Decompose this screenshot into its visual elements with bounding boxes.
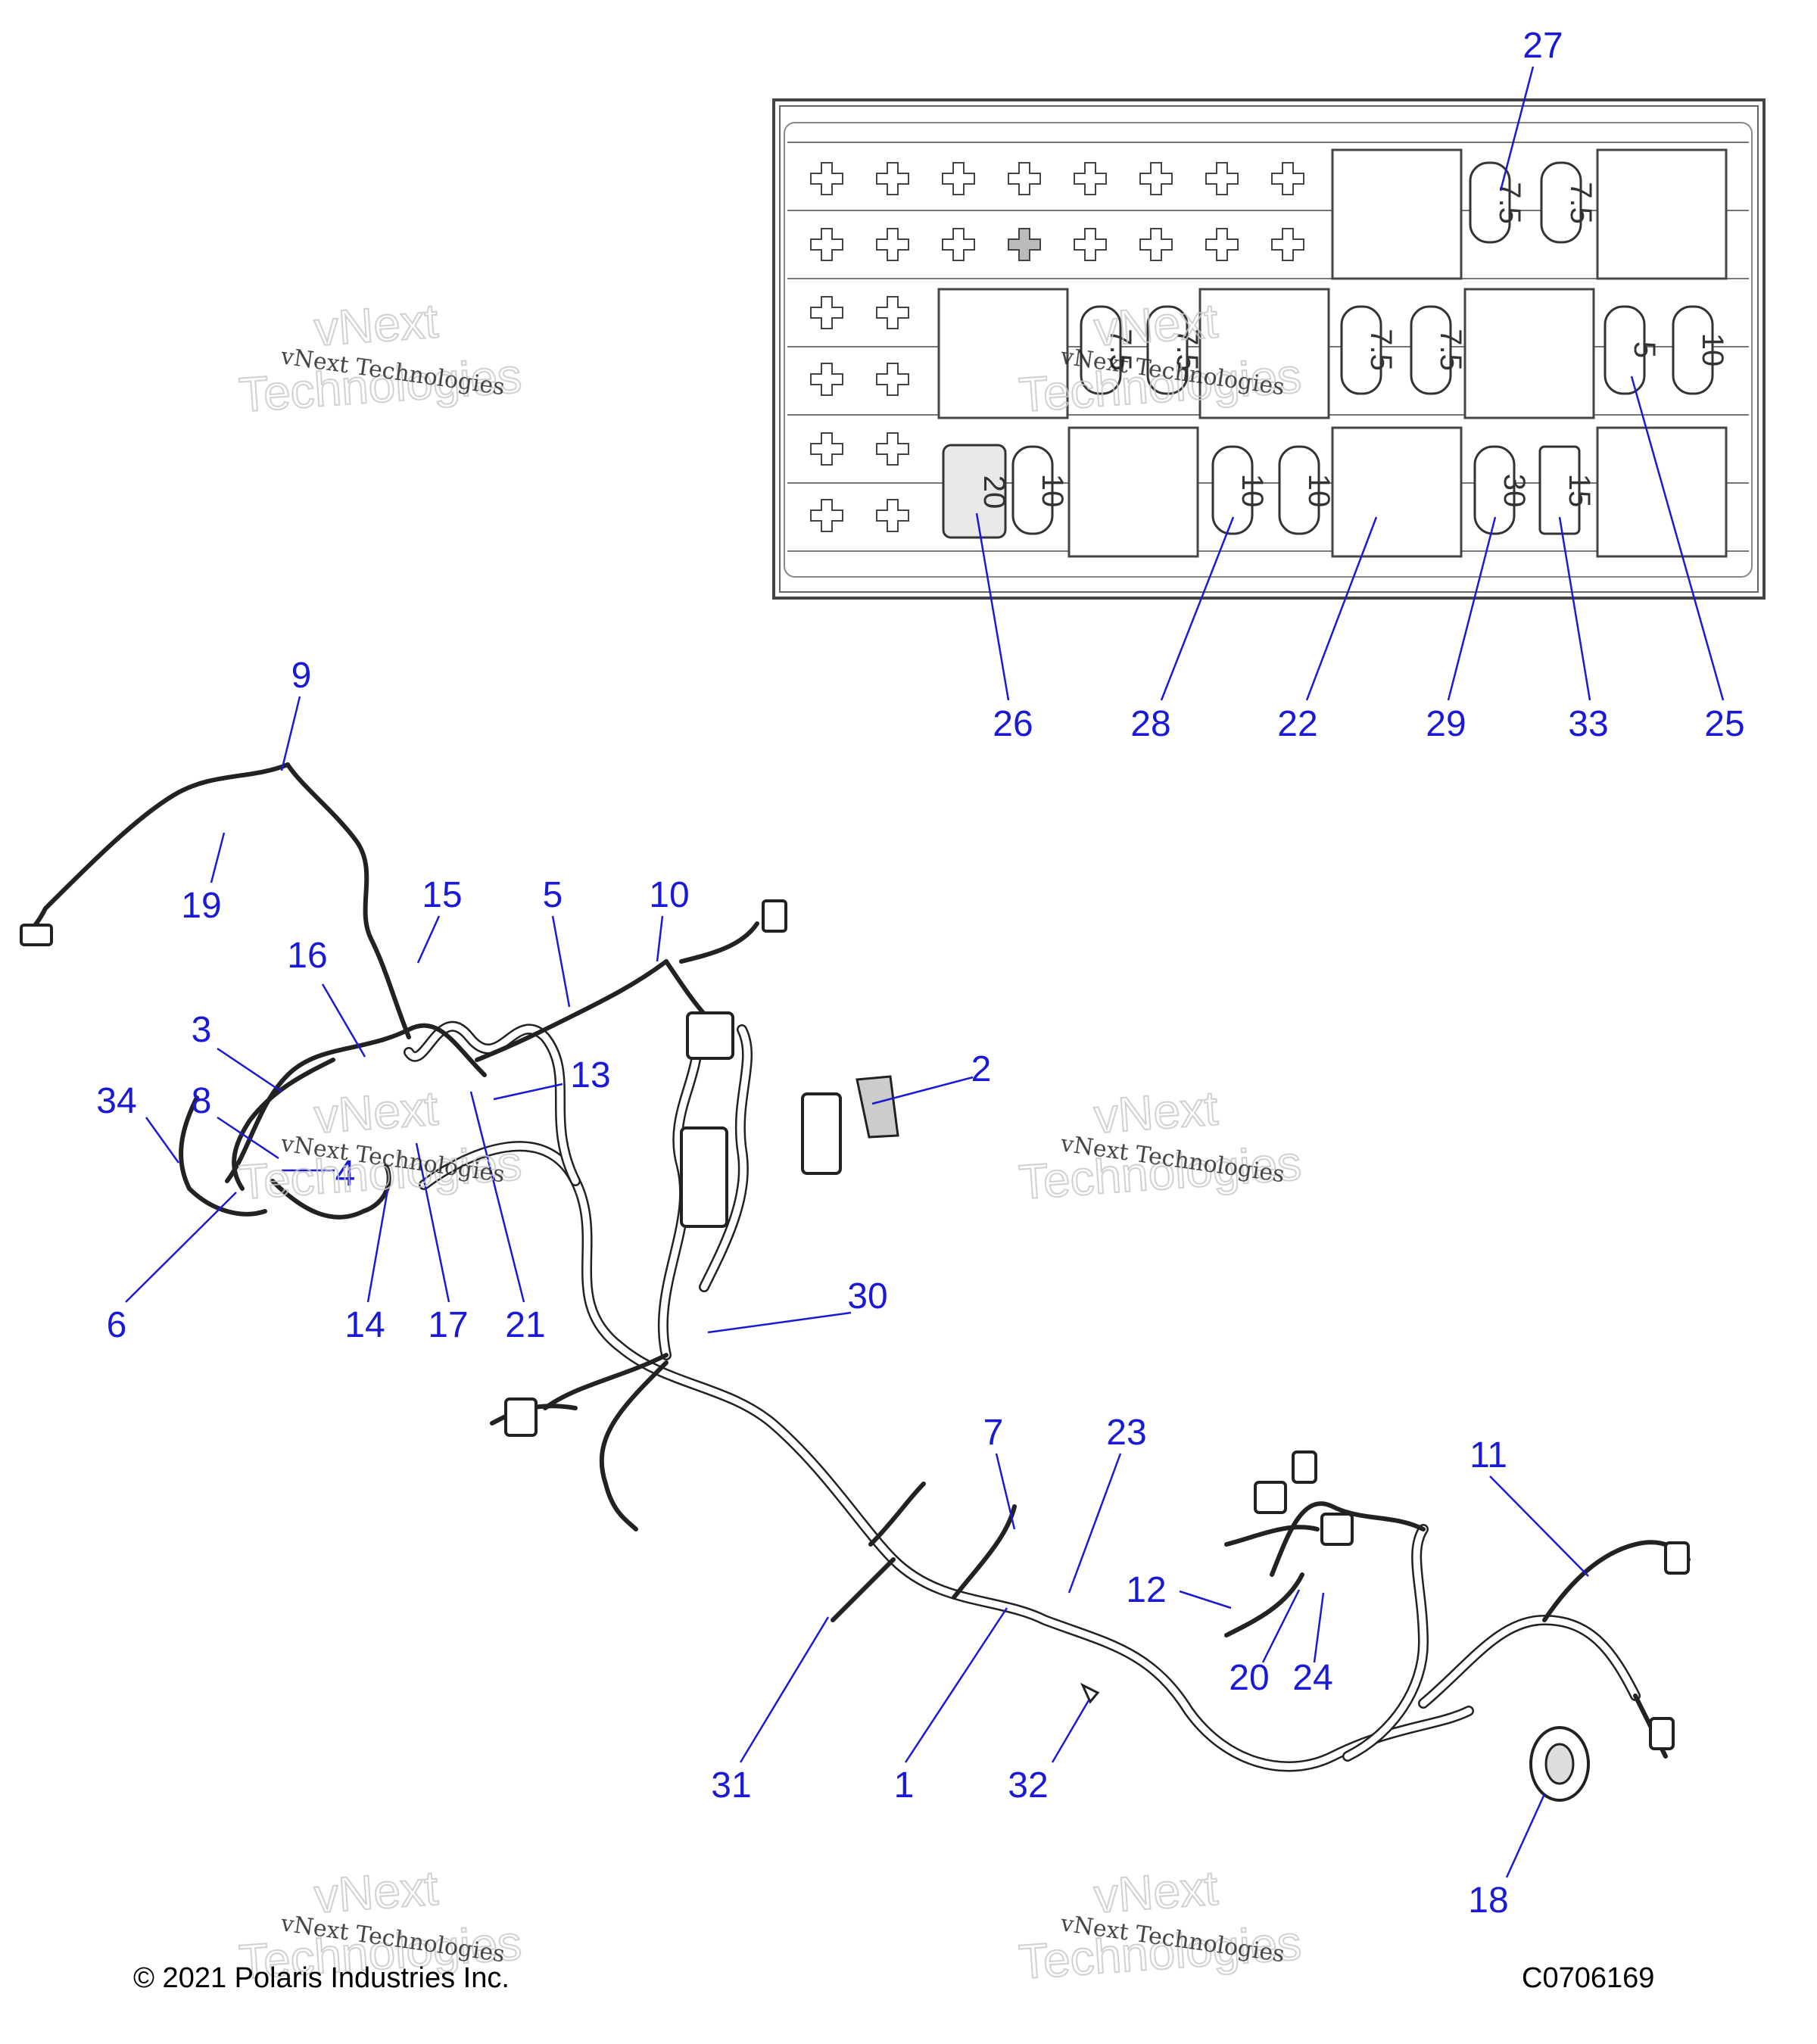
fuse: 7.5 — [1080, 305, 1137, 395]
callout-4: 4 — [335, 1154, 356, 1194]
fuse: 5 — [1604, 305, 1661, 395]
callout-8: 8 — [192, 1081, 212, 1121]
svg-text:7.5: 7.5 — [1364, 329, 1398, 371]
fuse-box: 7.5 7.5 7.5 7.5 7.5 7.5 5 10 20 10 10 10… — [772, 98, 1766, 600]
svg-text:5: 5 — [1628, 341, 1661, 358]
svg-text:vNext: vNext — [313, 1080, 440, 1143]
watermark: vNext Technologies vNext Technologies — [1016, 1080, 1304, 1210]
wiring-harness — [20, 762, 1691, 1802]
fuse: 7.5 — [1146, 305, 1204, 395]
fuse: 10 — [1211, 445, 1269, 535]
svg-text:7.5: 7.5 — [1170, 329, 1204, 371]
svg-text:20: 20 — [977, 475, 1011, 509]
copyright-text: © 2021 Polaris Industries Inc. — [133, 1962, 510, 1994]
svg-text:vNext: vNext — [1092, 293, 1220, 356]
svg-text:10: 10 — [1036, 474, 1069, 508]
callout-6: 6 — [107, 1305, 127, 1345]
svg-text:7.5: 7.5 — [1564, 182, 1597, 224]
callout-20: 20 — [1229, 1658, 1269, 1698]
watermark: vNext Technologies vNext Technologies — [236, 292, 524, 422]
callout-31: 31 — [711, 1765, 751, 1806]
callout-19: 19 — [181, 886, 221, 926]
fuse: 10 — [1278, 445, 1335, 535]
svg-text:10: 10 — [1302, 474, 1335, 508]
svg-text:10: 10 — [1696, 333, 1729, 367]
fuse: 7.5 — [1469, 161, 1526, 244]
callout-7: 7 — [983, 1413, 1004, 1453]
svg-text:vNext: vNext — [313, 1860, 440, 1923]
fuses: 7.5 7.5 7.5 7.5 7.5 7.5 5 10 20 10 10 10… — [942, 161, 1729, 539]
fuse: 7.5 — [1540, 161, 1597, 244]
watermark: vNext Technologies vNext Technologies — [236, 1859, 524, 1989]
callout-9: 9 — [291, 656, 312, 696]
watermark: vNext Technologies vNext Technologies — [1016, 1859, 1304, 1989]
fuse: 30 — [1473, 445, 1531, 535]
svg-text:30: 30 — [1498, 474, 1531, 508]
svg-text:vNext: vNext — [1092, 1860, 1220, 1923]
fuse: 10 — [1672, 305, 1729, 395]
callout-34: 34 — [96, 1081, 136, 1121]
fuse: 20 — [942, 444, 1011, 539]
fuse: 10 — [1011, 445, 1069, 535]
callout-25: 25 — [1704, 704, 1744, 744]
callout-16: 16 — [287, 936, 327, 976]
callout-13: 13 — [570, 1055, 610, 1095]
svg-text:vNext: vNext — [313, 293, 440, 356]
callout-10: 10 — [649, 875, 689, 915]
fuse: 7.5 — [1340, 305, 1398, 395]
callout-30: 30 — [847, 1276, 887, 1316]
callout-26: 26 — [993, 704, 1033, 744]
callout-15: 15 — [422, 875, 462, 915]
drawing-code: C0706169 — [1522, 1962, 1655, 1994]
callout-3: 3 — [192, 1010, 212, 1050]
callout-29: 29 — [1426, 704, 1466, 744]
callout-33: 33 — [1568, 704, 1608, 744]
callout-11: 11 — [1469, 1435, 1507, 1475]
svg-text:7.5: 7.5 — [1104, 329, 1137, 371]
fuse: 15 — [1538, 445, 1596, 535]
callout-numbers: 27 26 28 22 29 33 25 9 19 15 5 10 16 3 1… — [96, 26, 1744, 1921]
callout-22: 22 — [1277, 704, 1317, 744]
callout-32: 32 — [1008, 1765, 1048, 1806]
callout-2: 2 — [971, 1049, 992, 1089]
terminal-grid — [810, 162, 1304, 532]
callout-12: 12 — [1126, 1570, 1166, 1610]
callout-17: 17 — [428, 1305, 468, 1345]
relay-blocks — [937, 148, 1728, 558]
svg-text:10: 10 — [1236, 474, 1269, 508]
svg-text:7.5: 7.5 — [1434, 329, 1467, 371]
callout-21: 21 — [505, 1305, 545, 1345]
svg-text:15: 15 — [1563, 474, 1596, 508]
callout-1: 1 — [894, 1765, 915, 1806]
svg-text:vNext: vNext — [1092, 1080, 1220, 1143]
callout-27: 27 — [1522, 26, 1563, 66]
callout-14: 14 — [344, 1305, 385, 1345]
callout-5: 5 — [543, 875, 563, 915]
fuse: 7.5 — [1410, 305, 1467, 395]
callout-23: 23 — [1106, 1413, 1146, 1453]
callout-24: 24 — [1292, 1658, 1332, 1698]
leader-lines — [125, 66, 1725, 1878]
callout-18: 18 — [1468, 1880, 1508, 1921]
callout-28: 28 — [1130, 704, 1170, 744]
svg-text:7.5: 7.5 — [1493, 182, 1526, 224]
